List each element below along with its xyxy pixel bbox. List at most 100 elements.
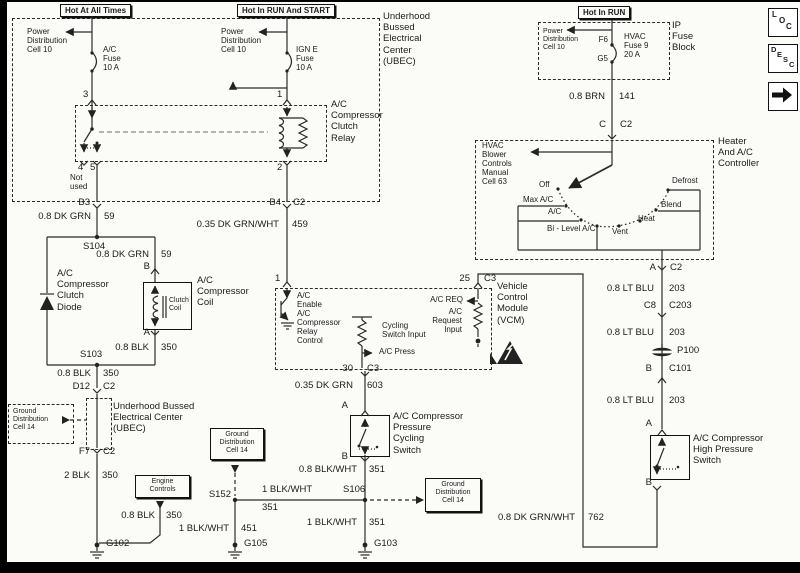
relay-pin-5: 5 <box>90 162 96 173</box>
pin-b4: B4 <box>269 197 281 208</box>
hp-pin-b: B <box>645 477 652 488</box>
ground-dist-left-box <box>8 404 74 444</box>
conn-c8: C8 <box>643 300 656 311</box>
wire-blk350s103-color: 0.8 BLK <box>57 368 91 379</box>
heater-controller-label: Heater And A/C Controller <box>718 136 760 170</box>
loc-letter-o: O <box>779 16 786 25</box>
conn-c101: C101 <box>669 363 692 374</box>
clutch-coil-inner-label: Clutch Coil <box>169 297 189 313</box>
feed-hot-at-all-times: Hot At All Times <box>60 4 132 17</box>
cycling-pin-b: B <box>341 451 348 462</box>
dial-ac: A/C <box>548 207 562 216</box>
coil-pin-a: A <box>143 327 150 338</box>
pin-b-c101: B <box>645 363 652 374</box>
ip-fuse-block-label: IP Fuse Block <box>672 20 696 54</box>
dial-vent: Vent <box>612 227 629 236</box>
relay-pin-3: 3 <box>83 89 89 100</box>
wire-2blk350-num: 350 <box>102 470 118 481</box>
conn-b4-c2: C2 <box>293 197 306 208</box>
vcm-label: Vehicle Control Module (VCM) <box>497 281 529 326</box>
wire-2blk350-color: 2 BLK <box>64 470 90 481</box>
heater-out-conn: C2 <box>670 262 683 273</box>
splice-s103: S103 <box>80 349 103 360</box>
wire-blk08-color: 0.8 BLK <box>121 510 155 521</box>
hp-pin-a: A <box>645 418 652 429</box>
desc-button[interactable]: D E S C <box>768 44 798 73</box>
ubec2-box <box>86 398 112 450</box>
feed-hot-in-run: Hot In RUN <box>578 6 631 19</box>
wire-ltblu-c-num: 203 <box>669 395 685 406</box>
cycling-pin-a: A <box>341 400 348 411</box>
wire-ltblu-a-color: 0.8 LT BLU <box>606 283 654 294</box>
wire-ltblu-b-num: 203 <box>669 327 685 338</box>
ubec-label: Underhood Bussed Electrical Center (UBEC… <box>383 11 431 67</box>
relay-label: A/C Compressor Clutch Relay <box>331 99 383 144</box>
wire-dkgrn59a-color: 0.8 DK GRN <box>38 211 91 222</box>
wire-blkwht351v-color: 1 BLK/WHT <box>306 517 357 528</box>
scan-edge-left <box>0 0 7 573</box>
ground-dist-right-label: Ground Distribution Cell 14 <box>435 481 471 505</box>
desc-letter-d: D <box>771 45 777 54</box>
desc-letter-c: C <box>789 60 795 69</box>
cycling-switch-box <box>350 415 390 457</box>
compressor-coil-label: A/C Compressor Coil <box>197 275 249 309</box>
wire-dkgrn603-num: 603 <box>367 380 383 391</box>
vcm-pin-25: 25 <box>459 273 470 284</box>
vcm-pin-1: 1 <box>275 273 281 284</box>
ubec-box <box>12 18 380 202</box>
pin-b3: B3 <box>78 197 90 208</box>
relay-pin-4: 4 <box>78 162 84 173</box>
cycling-switch-label: A/C Compressor Pressure Cycling Switch <box>393 411 464 456</box>
wire-blkwht08-color: 0.8 BLK/WHT <box>298 464 357 475</box>
wire-dkgrn59b-color: 0.8 DK GRN <box>96 249 149 260</box>
desc-letter-s: S <box>783 55 789 64</box>
wire-ltblu-b-color: 0.8 LT BLU <box>606 327 654 338</box>
wire-459-color: 0.35 DK GRN/WHT <box>196 219 279 230</box>
heater-in-pin: C <box>599 119 606 130</box>
loc-button[interactable]: L O C <box>768 8 798 37</box>
feed-hot-in-run-and-start: Hot In RUN And START <box>237 4 335 17</box>
heater-out-pin: A <box>649 262 656 273</box>
next-page-button[interactable] <box>768 82 798 111</box>
wire-blkwht351h-color: 1 BLK/WHT <box>262 484 313 495</box>
wires-group <box>40 16 701 559</box>
engine-controls-box: Engine Controls <box>135 475 190 498</box>
power-dist-ip-ref: Power Distribution Cell 10 <box>543 28 579 52</box>
heater-controller-box <box>475 140 714 260</box>
hvac-blower-ref: HVAC Blower Controls Manual Cell 63 <box>482 141 512 186</box>
clutch-diode-label: A/C Compressor Clutch Diode <box>57 268 109 313</box>
not-used-label: Not used <box>70 173 88 191</box>
engine-controls-label: Engine Controls <box>149 478 176 494</box>
pin-f7: F7 <box>78 446 90 457</box>
dial-max-ac: Max A/C <box>523 195 554 204</box>
wire-brn141-num: 141 <box>619 91 635 102</box>
loc-letter-l: L <box>772 10 777 19</box>
high-pressure-switch-box <box>650 435 690 480</box>
vcm-conn-30-c3: C3 <box>367 363 380 374</box>
wire-blk350coil-color: 0.8 BLK <box>115 342 149 353</box>
dial-off: Off <box>539 180 550 189</box>
wire-blkwht451-num: 451 <box>241 523 257 534</box>
heater-in-conn: C2 <box>620 119 633 130</box>
hp-switch-label: A/C Compressor High Pressure Switch <box>693 433 764 467</box>
wire-blkwht351h-num: 351 <box>262 502 278 513</box>
wire-dkgrn603-color: 0.35 DK GRN <box>294 380 353 391</box>
dial-defrost: Defrost <box>672 176 698 185</box>
compressor-coil-box <box>143 282 192 330</box>
ign-e-fuse-label: IGN E Fuse 10 A <box>296 45 318 72</box>
ground-dist-right-box: Ground Distribution Cell 14 <box>425 478 481 512</box>
right-arrow-icon <box>772 87 792 103</box>
splice-s106: S106 <box>343 484 366 495</box>
ip-pin-f6: F6 <box>598 35 608 44</box>
ground-g102: G102 <box>106 538 130 549</box>
grommet-p100: P100 <box>677 345 700 356</box>
power-dist-left-ref: Power Distribution Cell 10 <box>27 27 68 54</box>
splice-s152: S152 <box>208 489 231 500</box>
ground-dist-left-label: Ground Distribution Cell 14 <box>13 408 49 432</box>
ip-fuse-block-box <box>538 22 670 80</box>
ground-g103: G103 <box>374 538 398 549</box>
hvac-fuse-label: HVAC Fuse 9 20 A <box>624 32 649 59</box>
conn-c203: C203 <box>669 300 692 311</box>
dots-and-solids <box>40 43 680 548</box>
